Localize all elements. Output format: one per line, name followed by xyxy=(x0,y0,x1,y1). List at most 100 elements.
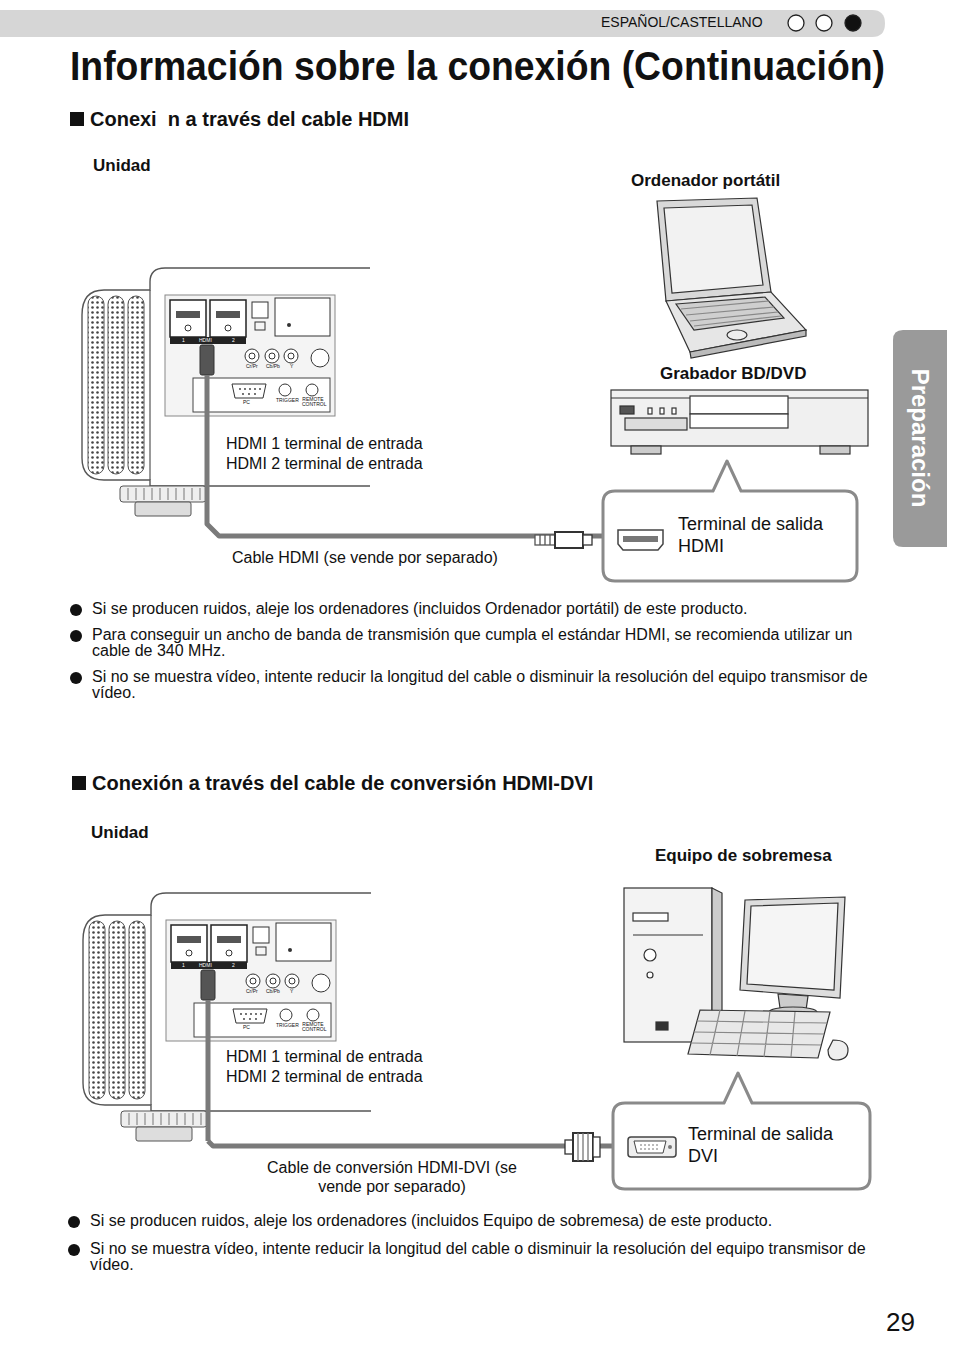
note: Si no se muestra vídeo, intente reducir … xyxy=(90,1241,890,1273)
dvi-plug xyxy=(565,1133,600,1161)
header-bar xyxy=(0,10,885,37)
drawing-part xyxy=(70,604,82,616)
jack-name: PC xyxy=(243,400,250,405)
drawing-part xyxy=(644,949,656,961)
side-tab xyxy=(893,330,947,547)
drawing-part xyxy=(656,1022,668,1030)
drawing-part xyxy=(618,530,663,550)
drawing-part xyxy=(625,418,687,430)
hdmi-port-icon xyxy=(618,530,663,550)
jack-name: Y xyxy=(290,364,293,369)
drawing-part xyxy=(660,408,664,414)
drawing-part xyxy=(664,205,763,293)
port-label: HDMI 2 terminal de entrada xyxy=(226,455,423,473)
drawing-part xyxy=(828,1040,848,1060)
jack-name: PC xyxy=(243,1025,250,1030)
callout-box: Terminal de salida DVI xyxy=(613,1103,870,1189)
device-name: Unidad xyxy=(91,823,149,843)
drawing-part xyxy=(593,1137,600,1157)
drawing-part xyxy=(70,630,82,642)
device-name: Grabador BD/DVD xyxy=(660,364,806,384)
drawing-part xyxy=(688,1010,830,1058)
drawing-part xyxy=(668,1145,672,1149)
drawing-part xyxy=(628,1137,676,1157)
drawing-part xyxy=(611,390,868,446)
page-title: Información sobre la conexión (Continuac… xyxy=(70,44,885,88)
drawing-part xyxy=(788,15,804,31)
drawing-part xyxy=(816,15,832,31)
drawing-part xyxy=(672,408,676,414)
drawing-part xyxy=(631,446,661,454)
jack-name: Cb/Pb xyxy=(266,989,280,994)
jack-name: Cr/Pr xyxy=(246,989,258,994)
port-number: 1 xyxy=(182,338,185,343)
jack-name: Y xyxy=(290,989,293,994)
drawing-part xyxy=(82,268,370,516)
drawing-part xyxy=(555,532,583,548)
drawing-part xyxy=(647,972,653,978)
drawing-part xyxy=(70,112,84,126)
side-tab-label: Preparación xyxy=(906,369,934,508)
cable-line xyxy=(208,1141,613,1146)
drawing-part xyxy=(820,446,850,454)
recorder-drawing xyxy=(611,390,868,454)
jack-name: REMOTE CONTROL xyxy=(302,1022,324,1033)
drawing-part xyxy=(690,396,788,414)
note: Si se producen ruidos, aleje los ordenad… xyxy=(92,601,892,617)
drawing-part xyxy=(845,15,861,31)
drawing-part xyxy=(727,330,747,340)
device-figure: Unidad xyxy=(80,150,375,516)
port-number: 2 xyxy=(232,963,235,968)
drawing-part xyxy=(691,1010,827,1057)
desktop-drawing xyxy=(624,888,848,1060)
device-name: Ordenador portátil xyxy=(631,171,780,191)
drawing-part xyxy=(740,897,845,998)
section-heading: Conexión a través del cable de conversió… xyxy=(92,772,593,795)
cable-label: Cable HDMI (se vende por separado) xyxy=(232,549,498,567)
drawing-part xyxy=(633,913,668,921)
page-number: 29 xyxy=(886,1308,915,1338)
drawing-part xyxy=(70,672,82,684)
jack-name: Cr/Pr xyxy=(246,364,258,369)
port-label: HDMI 2 terminal de entrada xyxy=(226,1068,423,1086)
note: Si no se muestra vídeo, intente reducir … xyxy=(92,669,892,701)
note: Para conseguir un ancho de banda de tran… xyxy=(92,627,892,659)
drawing-part xyxy=(620,406,634,414)
drawing-part xyxy=(747,903,838,990)
drawing-part xyxy=(83,893,371,1141)
callout-outline xyxy=(603,491,857,581)
port-name: HDMI xyxy=(199,338,212,343)
callout-box: Terminal de salida HDMI xyxy=(603,491,857,581)
jack-name: REMOTE CONTROL xyxy=(302,397,324,408)
laptop-drawing xyxy=(657,198,806,358)
callout-text: Terminal de salida DVI xyxy=(688,1124,858,1167)
port-label: HDMI 1 terminal de entrada xyxy=(226,1048,423,1066)
drawing-part xyxy=(633,934,703,935)
drawing-part xyxy=(657,198,771,301)
language-tag: ESPAÑOL/CASTELLANO xyxy=(601,14,763,30)
drawing-part xyxy=(565,1140,573,1154)
drawing-part xyxy=(583,535,592,545)
drawing-part xyxy=(681,301,781,326)
hdmi-plug xyxy=(535,532,592,548)
drawing-part xyxy=(623,536,658,542)
cable-line xyxy=(207,516,603,536)
callout-border xyxy=(613,1073,870,1189)
callout-text: Terminal de salida HDMI xyxy=(678,514,845,557)
port-number: 2 xyxy=(232,338,235,343)
port-name: HDMI xyxy=(199,963,212,968)
device-name: Unidad xyxy=(93,156,151,176)
jack-name: Cb/Pb xyxy=(266,364,280,369)
drawing-part xyxy=(573,1133,593,1161)
cable-label: Cable de conversión HDMI-DVI (se vende p… xyxy=(262,1158,522,1196)
drawing-part xyxy=(540,535,550,545)
port-number: 1 xyxy=(182,963,185,968)
device-name: Equipo de sobremesa xyxy=(655,846,832,866)
drawing-part xyxy=(68,1216,80,1228)
section-heading: Conexi n a través del cable HDMI xyxy=(90,108,409,131)
drawing-part xyxy=(690,330,806,358)
drawing-part xyxy=(640,1145,660,1149)
jack-name: TRIGGER xyxy=(276,1023,299,1028)
callout-outline xyxy=(613,1103,870,1189)
